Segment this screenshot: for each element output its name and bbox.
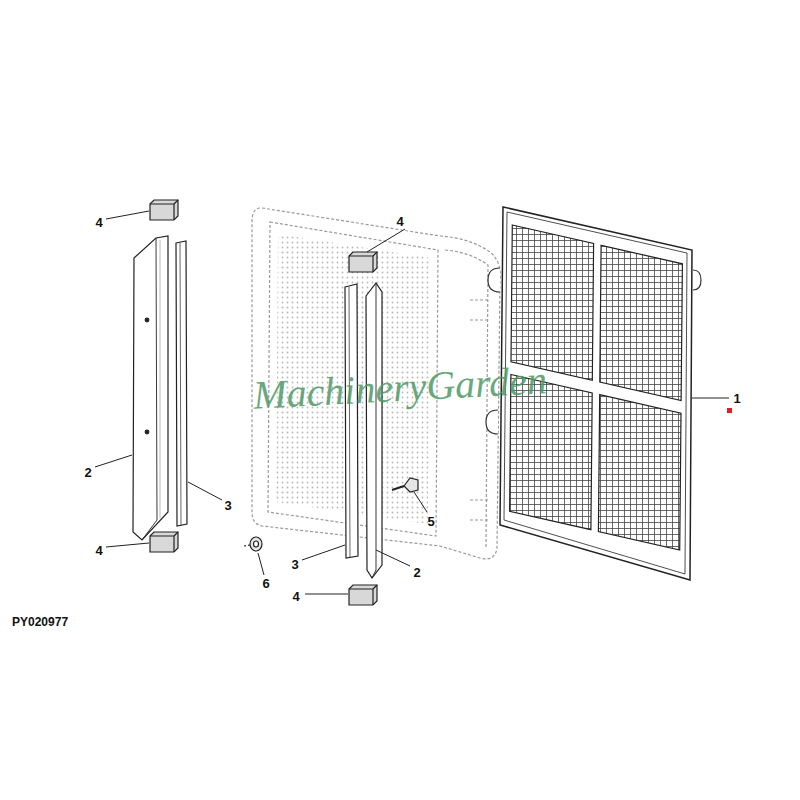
callout-number: 4	[95, 544, 102, 557]
drawing-code: PY020977	[12, 616, 68, 628]
callout-number: 3	[291, 558, 298, 571]
callout-number: 1	[733, 392, 740, 405]
fasteners	[244, 478, 418, 551]
leader-lines	[95, 211, 729, 594]
callout-number: 6	[262, 577, 269, 590]
callout-number: 5	[427, 515, 434, 528]
callout-number: 4	[292, 590, 299, 603]
callout-number: 4	[95, 216, 102, 229]
left-seal	[133, 236, 187, 540]
red-marker	[727, 408, 732, 413]
callout-number: 2	[84, 466, 91, 479]
callout-number: 2	[413, 566, 420, 579]
callout-number: 3	[224, 499, 231, 512]
callout-number: 4	[396, 215, 403, 228]
middle-seal	[345, 283, 382, 578]
